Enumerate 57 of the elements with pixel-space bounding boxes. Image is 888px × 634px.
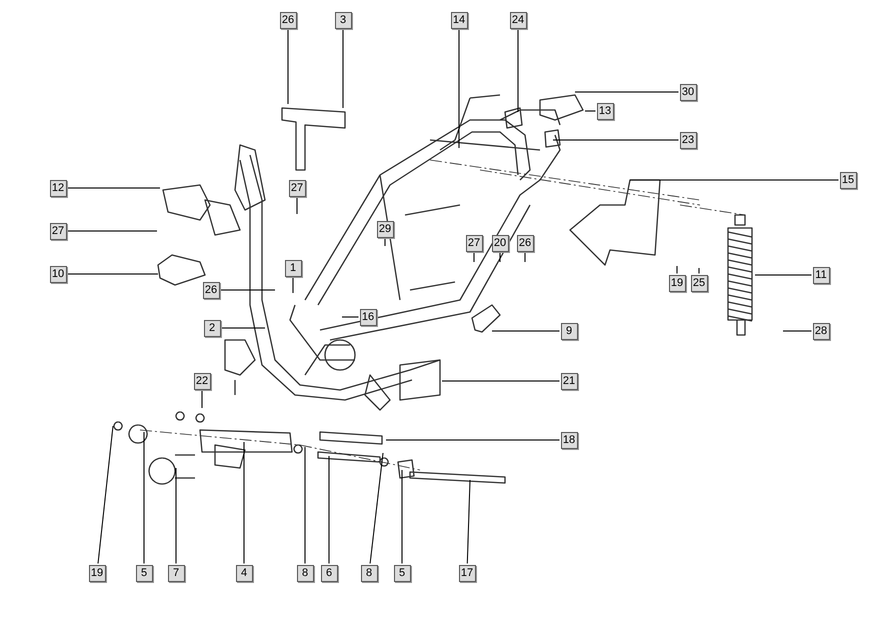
callout-number: 2 — [204, 320, 220, 336]
callout-number: 13 — [596, 102, 614, 120]
callout-number: 1 — [284, 260, 302, 276]
callout-number: 18 — [560, 432, 578, 448]
callout-number: 5 — [136, 564, 152, 582]
callout-number: 29 — [376, 220, 394, 238]
callout-number: 17 — [458, 564, 476, 582]
callout-number: 26 — [280, 12, 296, 28]
callout-number: 21 — [560, 372, 578, 390]
leader-line — [676, 266, 678, 274]
callout-number: 3 — [334, 12, 352, 28]
callout-number: 27 — [50, 222, 66, 240]
callout-number: 5 — [394, 564, 410, 582]
leader-line — [492, 330, 560, 332]
leader-line — [698, 268, 700, 274]
callout-number: 26 — [202, 282, 220, 298]
callout-number: 9 — [560, 322, 578, 340]
leader-line — [98, 426, 114, 564]
leader-line — [296, 197, 298, 214]
callout-number: 14 — [450, 12, 468, 28]
leader-line — [384, 238, 386, 246]
leader-line — [304, 446, 306, 564]
callout-number: 7 — [168, 564, 184, 582]
leader-line — [292, 277, 294, 294]
leader-line — [342, 316, 359, 318]
callout-number: 8 — [296, 564, 314, 582]
leader-line — [370, 452, 384, 564]
leader-line — [328, 456, 330, 564]
leader-line — [584, 110, 596, 112]
callout-number: 6 — [320, 564, 338, 582]
leader-line — [67, 230, 158, 232]
callout-number: 19 — [668, 274, 686, 292]
callout-number: 15 — [840, 172, 856, 188]
callout-number: 10 — [50, 266, 66, 282]
leader-line — [466, 480, 470, 564]
callout-number: 25 — [690, 274, 708, 292]
callout-number: 16 — [360, 308, 376, 326]
callout-number: 30 — [680, 84, 696, 100]
callout-number: 28 — [812, 322, 830, 340]
callout-number: 20 — [492, 234, 508, 252]
callout-number: 4 — [236, 564, 252, 582]
callout-number: 27 — [466, 234, 482, 252]
leader-line — [782, 330, 812, 332]
callout-number: 23 — [680, 132, 696, 148]
callout-number: 27 — [288, 180, 306, 196]
callout-number: 26 — [516, 234, 534, 252]
leader-line — [524, 252, 526, 262]
leader-line — [754, 274, 812, 276]
callout-number: 11 — [812, 266, 830, 284]
leader-line — [458, 29, 460, 148]
callout-number: 8 — [360, 564, 378, 582]
leader-line — [442, 380, 560, 382]
callout-number: 22 — [194, 372, 210, 390]
callout-number: 24 — [510, 12, 526, 28]
leader-line — [342, 29, 344, 108]
callout-number: 19 — [88, 564, 106, 582]
callout-number: 12 — [50, 180, 66, 196]
